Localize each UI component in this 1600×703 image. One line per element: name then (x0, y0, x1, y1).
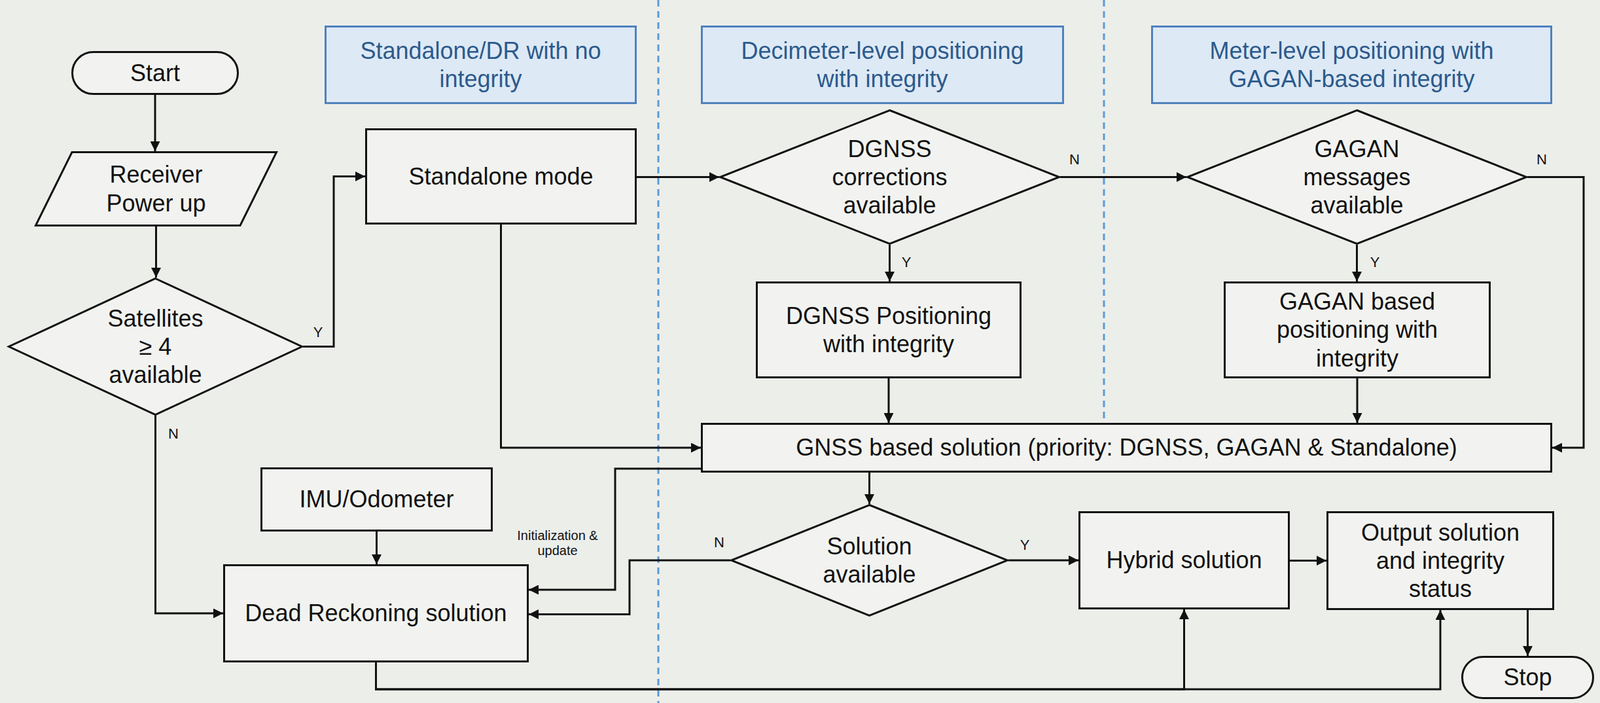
node-text: Satellites ≥ 4 available (103, 304, 209, 390)
node-text: Dead Reckoning solution (244, 598, 507, 627)
outline-shape (720, 110, 1060, 245)
region-divider (657, 0, 660, 703)
terminal: Stop (1461, 655, 1595, 699)
node-text: Solution available (804, 532, 936, 589)
node-text: GAGAN based positioning with integrity (1259, 287, 1456, 373)
decision-diamond: GAGAN messages available (1186, 109, 1528, 245)
connector (1060, 176, 1187, 178)
process-box: IMU/Odometer (260, 467, 493, 532)
node-text: Receiver Power up (90, 160, 222, 217)
edge-label: N (1067, 151, 1082, 168)
outline-shape (731, 505, 1008, 616)
region-header: Meter-level positioning with GAGAN-based… (1151, 25, 1553, 105)
node-text: DGNSS corrections available (824, 134, 956, 220)
outline-shape (9, 278, 303, 415)
connector (501, 224, 702, 448)
connector (154, 94, 157, 152)
connector (155, 415, 224, 614)
io-parallelogram: Receiver Power up (34, 151, 278, 227)
connector (1527, 177, 1584, 449)
edge-label: Y (1018, 536, 1032, 553)
process-box: GAGAN based positioning with integrity (1223, 281, 1491, 379)
node-text: IMU/Odometer (299, 484, 454, 514)
terminal: Start (71, 51, 239, 95)
node-text: Standalone/DR with no integrity (343, 36, 619, 93)
connector (1355, 244, 1358, 282)
outline-shape (35, 152, 277, 226)
node-text: Start (130, 58, 180, 88)
connector (376, 609, 1441, 690)
node-text: GAGAN messages available (1291, 134, 1423, 220)
decision-diamond: DGNSS corrections available (719, 109, 1061, 245)
decision-diamond: Satellites ≥ 4 available (7, 277, 303, 416)
node-text: Decimeter-level positioning with integri… (722, 36, 1044, 93)
connector (1289, 559, 1327, 562)
region-header: Standalone/DR with no integrity (324, 25, 637, 105)
process-box: Output solution and integrity status (1326, 511, 1555, 610)
connector (302, 176, 366, 347)
process-box: Hybrid solution (1078, 511, 1290, 610)
process-box: GNSS based solution (priority: DGNSS, GA… (700, 422, 1553, 473)
diamond-outline (730, 503, 1009, 617)
connector (636, 176, 720, 178)
node-text: Hybrid solution (1105, 545, 1262, 574)
process-box: Standalone mode (365, 128, 637, 225)
outline-shape (1187, 110, 1527, 245)
edge-label: Y (311, 323, 326, 341)
connector (375, 531, 378, 565)
edge-label: N (166, 425, 181, 442)
region-header: Decimeter-level positioning with integri… (700, 25, 1065, 105)
process-box: DGNSS Positioning with integrity (755, 281, 1022, 379)
node-text: Stop (1503, 662, 1552, 692)
decision-diamond: Solution available (730, 503, 1009, 617)
node-text: GNSS based solution (priority: DGNSS, GA… (795, 433, 1457, 462)
edge-label: Initialization & update (506, 528, 609, 559)
node-text: Output solution and integrity status (1348, 518, 1532, 604)
edge-label: N (711, 533, 727, 551)
connector (528, 560, 731, 615)
node-text: Standalone mode (408, 162, 593, 191)
connector (1526, 609, 1529, 656)
edge-label: N (1534, 151, 1549, 168)
connector (888, 244, 891, 282)
connector (888, 378, 890, 423)
connector (155, 226, 158, 278)
edge-label: Y (899, 253, 914, 271)
node-text: DGNSS Positioning with integrity (777, 301, 1000, 358)
connector (1356, 378, 1359, 423)
connector (1008, 559, 1079, 562)
edge-label: Y (1368, 253, 1383, 271)
process-box: Dead Reckoning solution (223, 564, 529, 663)
connector (868, 472, 871, 504)
region-divider (1103, 0, 1106, 419)
node-text: Meter-level positioning with GAGAN-based… (1172, 36, 1532, 93)
